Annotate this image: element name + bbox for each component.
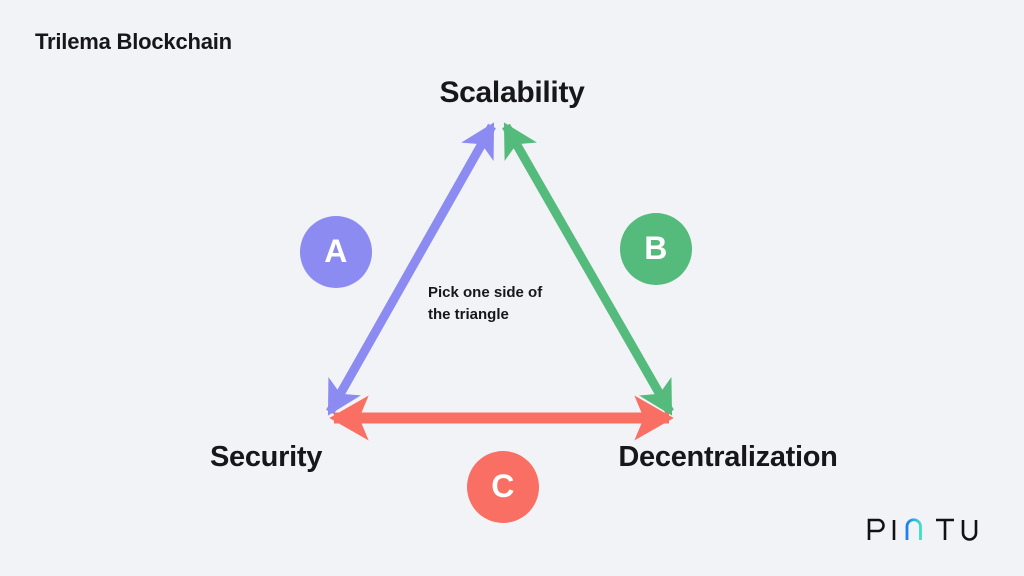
edge-badge-a: A <box>300 216 372 288</box>
edge-arrow-a <box>326 122 496 416</box>
edge-badge-b-label: B <box>644 230 668 266</box>
pintu-letter-p <box>867 518 885 540</box>
center-instruction-text: Pick one side of the triangle <box>428 284 543 323</box>
edge-badge-c-label: C <box>491 468 515 504</box>
pintu-logo <box>867 518 978 541</box>
pintu-letter-t <box>936 518 954 540</box>
edge-arrow-b <box>502 122 674 416</box>
vertex-label-scalability: Scalability <box>439 76 585 109</box>
vertex-label-security: Security <box>209 441 323 473</box>
edge-badge-c: C <box>467 451 539 523</box>
edge-badge-b: B <box>620 213 692 285</box>
page-title: Trilema Blockchain <box>35 29 232 54</box>
vertex-label-decentralization: Decentralization <box>618 441 838 473</box>
pintu-letter-u <box>961 520 978 541</box>
pintu-letter-n-accent <box>905 518 922 540</box>
edge-badge-a-label: A <box>324 233 348 269</box>
